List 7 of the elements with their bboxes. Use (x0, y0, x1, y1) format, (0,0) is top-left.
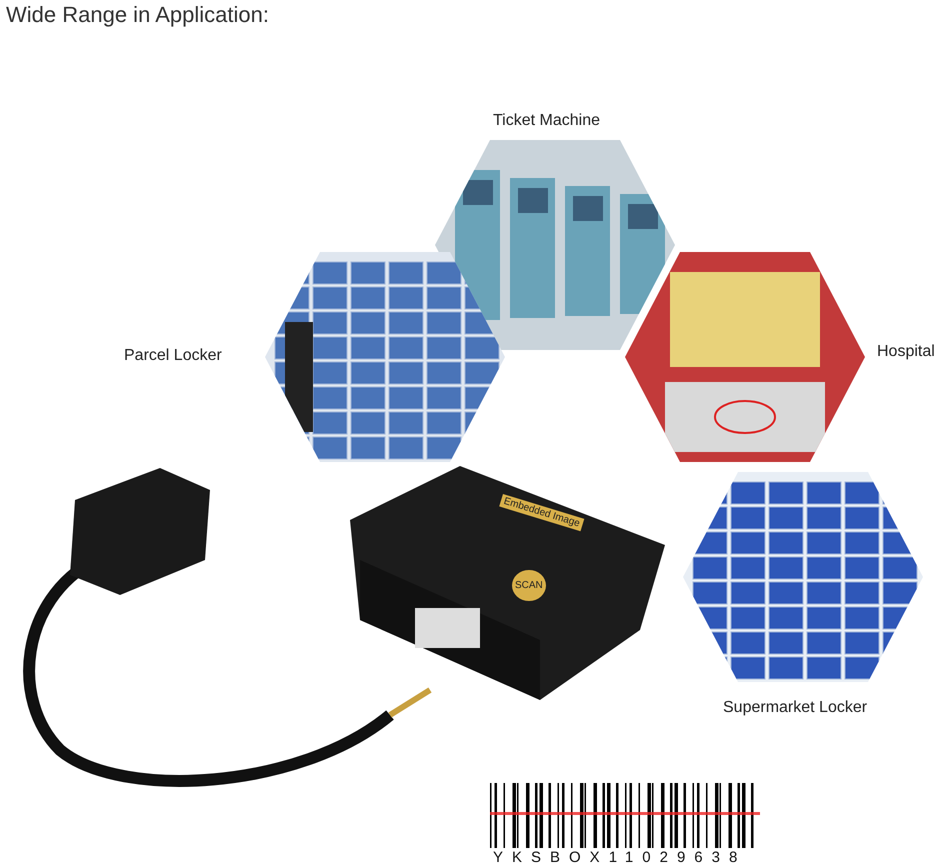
node-label: Hospital (877, 343, 935, 361)
node-label: Ticket Machine (493, 112, 600, 130)
barcode-number: YKSBOX11029638 (492, 848, 748, 867)
application-card (683, 472, 925, 718)
node-label: Parcel Locker (124, 347, 222, 365)
node-label: Supermarket Locker (723, 699, 868, 717)
title: Wide Range in Application: (6, 2, 269, 28)
